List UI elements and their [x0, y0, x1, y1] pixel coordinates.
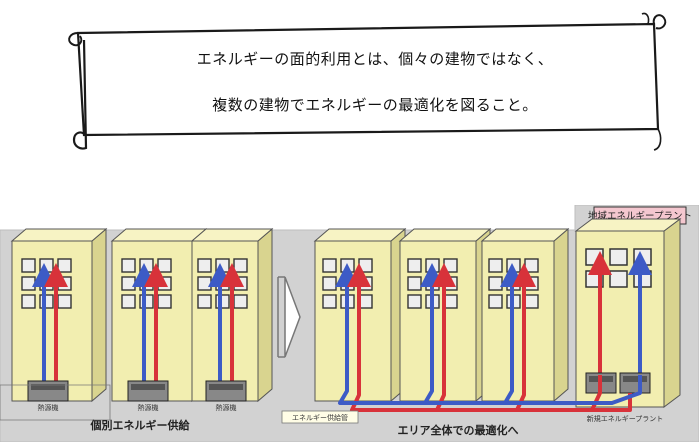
heat-source-label: 熱源機: [138, 403, 159, 412]
heat-source-label: 熱源機: [38, 403, 59, 412]
individual-supply-group: 熱源機 熱源機 熱源機 個別エネルギー供給: [0, 227, 274, 432]
energy-diagram: 地域エネルギープラント: [0, 205, 699, 442]
building-right-1: [313, 227, 407, 403]
banner-line-2: 複数の建物でエネルギーの最適化を図ること。: [212, 96, 538, 114]
right-caption: エリア全体での最適化へ: [398, 423, 519, 437]
left-caption: 個別エネルギー供給: [90, 418, 191, 432]
plant-label-small: 新規エネルギープラント: [587, 414, 664, 423]
area-optimization-group: エネルギー供給管 新規エネルギープラント エリア全体での最適化へ: [281, 218, 682, 437]
supply-pipe-network: [338, 375, 642, 412]
banner-scroll: [68, 12, 667, 151]
building-left-3: [190, 227, 274, 403]
transition-arrow: [278, 276, 301, 358]
building-left-1: [0, 227, 111, 421]
plant-building: [574, 218, 682, 408]
building-left-2: [110, 227, 208, 403]
banner-line-1: エネルギーの面的利用とは、個々の建物ではなく、: [196, 50, 554, 68]
pipe-label: エネルギー供給管: [292, 413, 348, 422]
heat-source-label: 熱源機: [216, 403, 237, 412]
